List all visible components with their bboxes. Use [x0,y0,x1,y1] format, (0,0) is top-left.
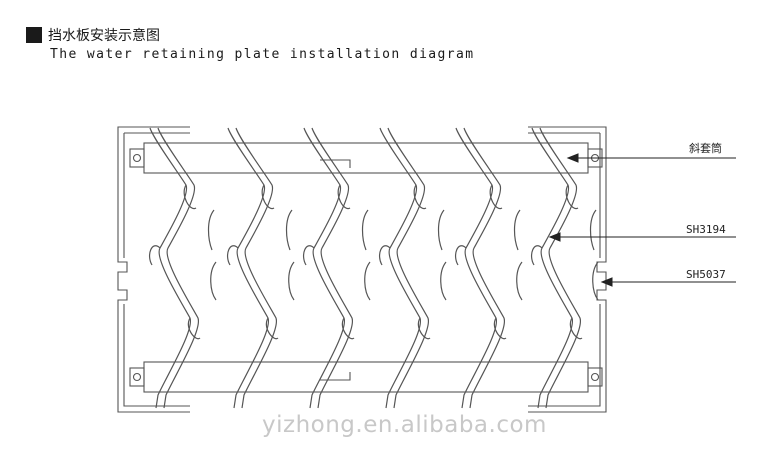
blade-hook [364,261,371,301]
blade-hook [516,261,523,301]
blade-hook [226,245,239,266]
label-frame: SH5037 [686,268,726,281]
frame-left [117,126,190,413]
blade-hook [341,317,355,340]
title-english: The water retaining plate installation d… [50,47,475,62]
blade-hook [413,184,427,210]
blade-group [148,127,599,409]
blade-profile-inner [387,127,429,409]
blade-hook [285,209,293,251]
blade-profile [149,127,191,409]
leader-blade [548,232,736,242]
blade-hook [493,317,507,340]
blade-profile-inner [463,127,505,409]
blade-hook [261,184,275,210]
blade-hook [265,317,279,340]
sleeve-bottom [129,361,603,393]
blade-hook [183,184,197,210]
blade-profile [379,127,421,409]
blade-hook [589,209,597,251]
blade-profile-inner [157,127,199,409]
blade-profile-inner [235,127,277,409]
blade-hook [187,317,201,340]
blade-hook [454,245,467,266]
title-row: 挡水板安装示意图 [26,25,474,45]
leader-sleeve [566,153,736,163]
label-sleeve: 斜套筒 [689,141,722,155]
blade-hook [207,209,215,251]
blade-hook [378,245,391,266]
blade-hook [417,317,431,340]
blade-hook [302,245,315,266]
blade-profile [227,127,269,409]
blade-hook [513,209,521,251]
blade-profile [303,127,345,409]
blade-hook [437,209,445,251]
blade-hook [148,245,161,266]
blade-hook [210,261,217,301]
label-blade: SH3194 [686,223,726,236]
blade-profile-inner [539,127,581,409]
blade-profile [455,127,497,409]
blade-hook [569,317,583,340]
blade-hook [565,184,579,210]
blade-hook [530,245,543,266]
sleeve-top [129,142,603,174]
blade-profile [531,127,573,409]
blade-hook [440,261,447,301]
blade-hook [288,261,295,301]
blade-hook [337,184,351,210]
blade-hook [361,209,369,251]
watermark: yizhong.en.alibaba.com [262,412,547,438]
title-chinese: 挡水板安装示意图 [48,28,160,44]
title-block: 挡水板安装示意图 The water retaining plate insta… [26,25,474,62]
leader-frame [600,277,736,287]
title-square-icon [26,27,42,43]
blade-hook [489,184,503,210]
blade-profile-inner [311,127,353,409]
blade-hook [592,261,599,301]
